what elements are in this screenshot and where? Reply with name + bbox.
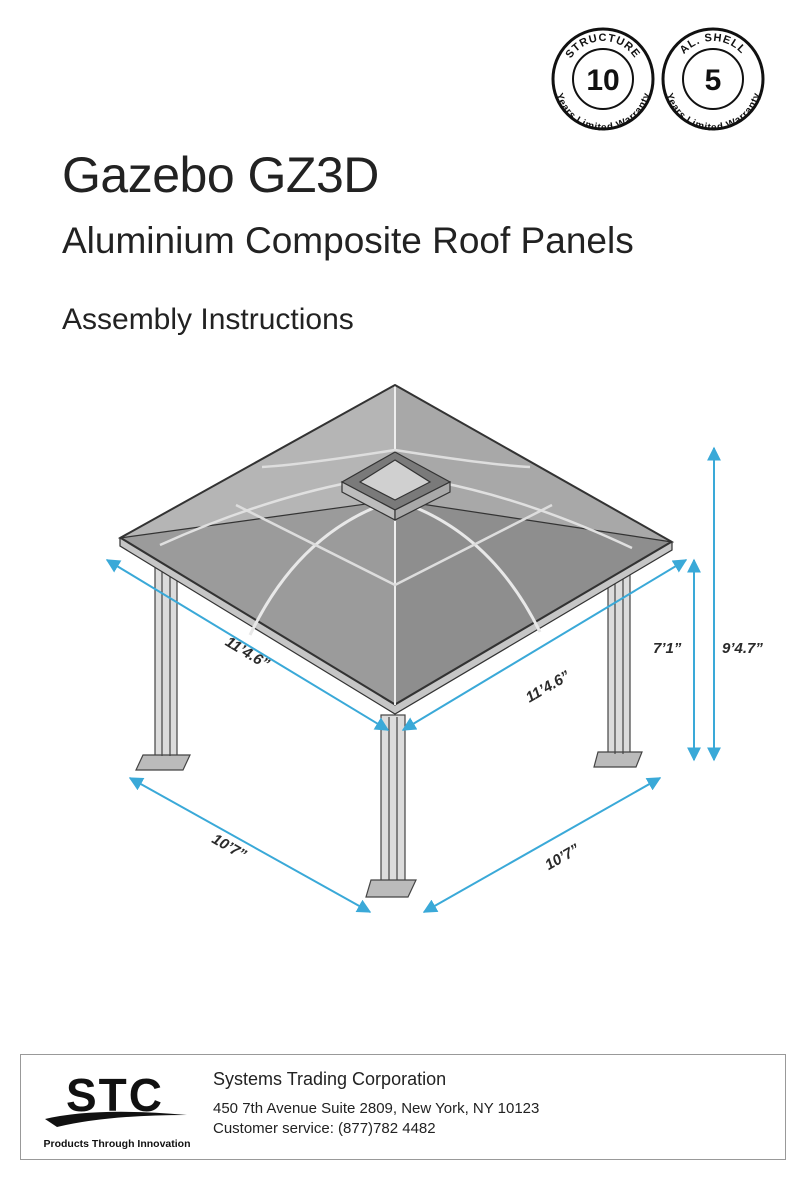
- shell-warranty-badge: AL. SHELL 5 Years Limited Warranty: [661, 27, 765, 133]
- dim-roof-left-label: 11’4.6”: [222, 633, 272, 673]
- dim-total-height-label: 9’4.7”: [722, 640, 763, 657]
- dim-base-right-label: 10’7”: [542, 841, 583, 874]
- post-right-base: [593, 751, 643, 768]
- dim-post-height-label: 7’1”: [653, 640, 682, 657]
- product-title: Gazebo GZ3D: [62, 147, 379, 203]
- structure-years: 10: [586, 64, 619, 97]
- document-type: Assembly Instructions: [62, 303, 354, 336]
- roof-cupola: [340, 451, 452, 521]
- post-front: [380, 714, 406, 886]
- post-left-base: [135, 754, 191, 771]
- post-right: [607, 559, 631, 759]
- dim-roof-right-line: [401, 559, 688, 731]
- logo-tagline: Products Through Innovation: [44, 1138, 191, 1150]
- company-contact: 450 7th Avenue Suite 2809, New York, NY …: [213, 1099, 539, 1139]
- dim-base-left-label: 10’7”: [209, 831, 250, 864]
- dim-base-right-line: [422, 777, 662, 913]
- post-front-base: [365, 879, 417, 898]
- dim-roof-right-label: 11’4.6”: [523, 667, 574, 706]
- title-block: Gazebo GZ3D Aluminium Composite Roof Pan…: [62, 146, 762, 338]
- shell-years: 5: [705, 64, 722, 97]
- stc-logo: STC Products Through Innovation: [44, 1069, 191, 1150]
- gazebo-illustration: 11’4.6” 11’4.6” 10’7” 10’7” 7’1” 9’4.7”: [105, 383, 763, 913]
- gazebo-roof: [117, 383, 675, 715]
- warranty-badges: STRUCTURE 10 Years Limited Warranty AL. …: [551, 27, 765, 133]
- company-footer: STC Products Through Innovation Systems …: [20, 1054, 786, 1160]
- company-name: Systems Trading Corporation: [213, 1069, 447, 1089]
- company-address: 450 7th Avenue Suite 2809, New York, NY …: [213, 1100, 540, 1117]
- customer-service: Customer service: (877)782 4482: [213, 1120, 436, 1137]
- dim-base-left-line: [128, 777, 372, 913]
- logo-swoosh-icon: [45, 1111, 187, 1127]
- dim-roof-left-line: [105, 559, 390, 731]
- dimension-lines: [105, 446, 721, 913]
- product-subtitle: Aluminium Composite Roof Panels: [62, 220, 634, 261]
- structure-warranty-badge: STRUCTURE 10 Years Limited Warranty: [551, 27, 655, 133]
